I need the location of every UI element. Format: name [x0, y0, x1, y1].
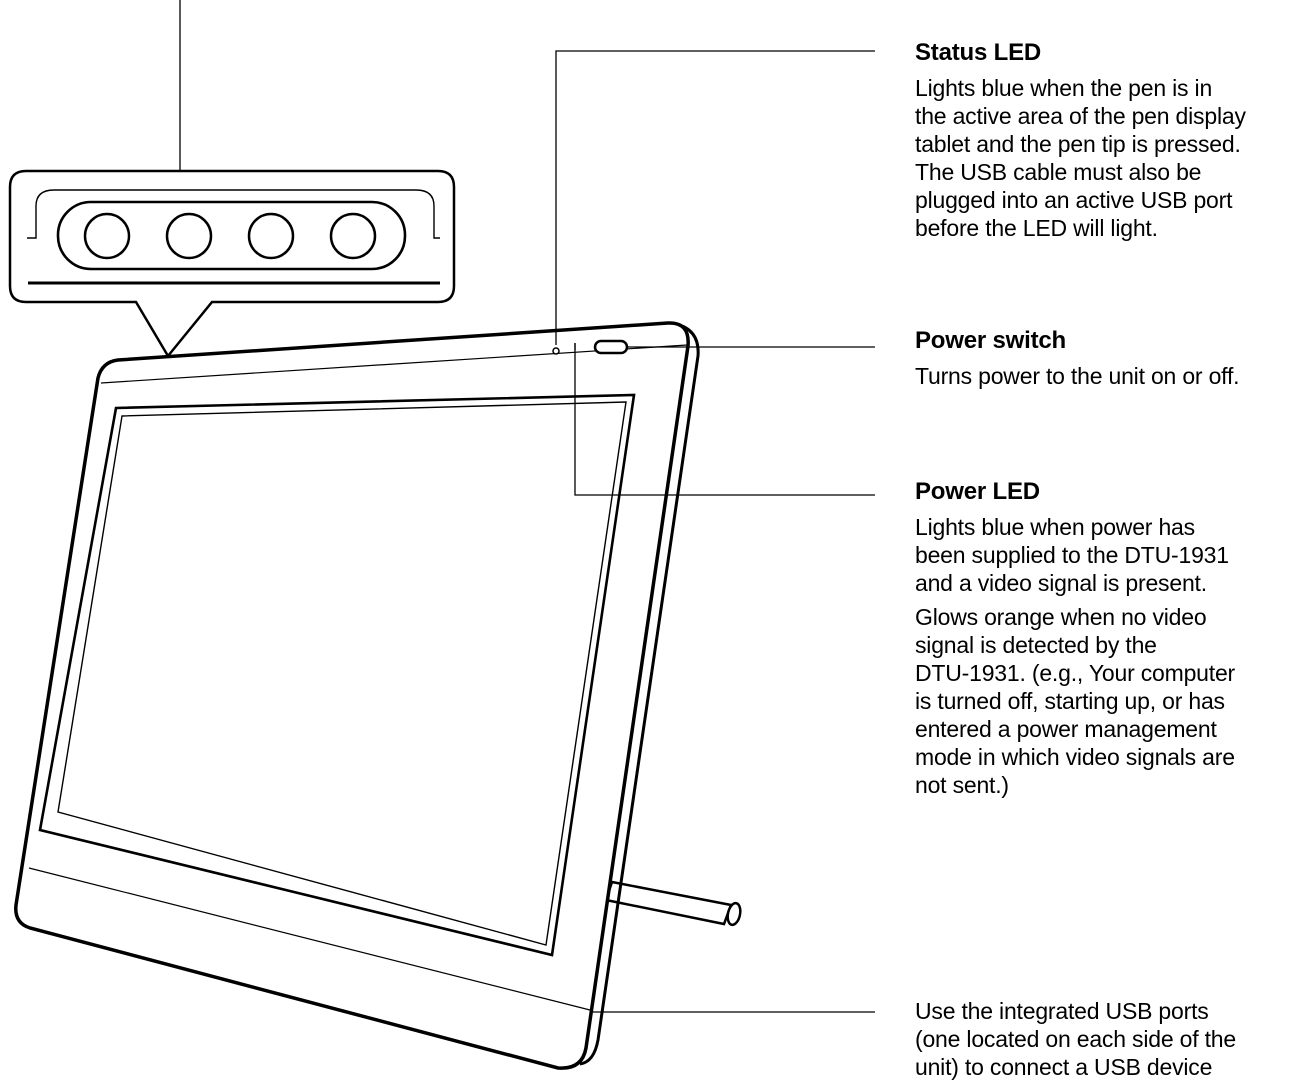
expresskeys-zoom-callout	[8, 169, 456, 359]
callout-power-switch: Power switch Turns power to the unit on …	[915, 326, 1307, 396]
callout-usb-ports: Use the integrated USB ports (one locate…	[915, 997, 1307, 1087]
callout-body: Lights blue when the pen is in the activ…	[915, 75, 1246, 241]
callout-body-2: Glows orange when no video signal is det…	[915, 604, 1235, 798]
callout-power-led: Power LED Lights blue when power has bee…	[915, 477, 1307, 805]
power-switch[interactable]	[593, 339, 629, 355]
leader-lines	[179, 0, 875, 1013]
expresskey-button-1[interactable]	[83, 212, 131, 260]
status-led	[552, 347, 560, 355]
callout-body: Use the integrated USB ports (one locate…	[915, 998, 1236, 1080]
callout-body: Turns power to the unit on or off.	[915, 363, 1240, 389]
leader-power-led	[574, 350, 875, 496]
expresskey-button-3[interactable]	[247, 212, 295, 260]
tablet-stand	[604, 880, 742, 927]
expresskey-button-2[interactable]	[165, 212, 213, 260]
tablet-body	[14, 321, 700, 1070]
callout-status-led: Status LED Lights blue when the pen is i…	[915, 38, 1307, 248]
leader-status-led	[555, 50, 875, 345]
callout-body-1: Lights blue when power has been supplied…	[915, 514, 1229, 596]
callout-heading: Power LED	[915, 478, 1040, 505]
callout-heading: Status LED	[915, 39, 1042, 66]
expresskey-button-4[interactable]	[329, 212, 377, 260]
callout-heading: Power switch	[915, 327, 1066, 354]
